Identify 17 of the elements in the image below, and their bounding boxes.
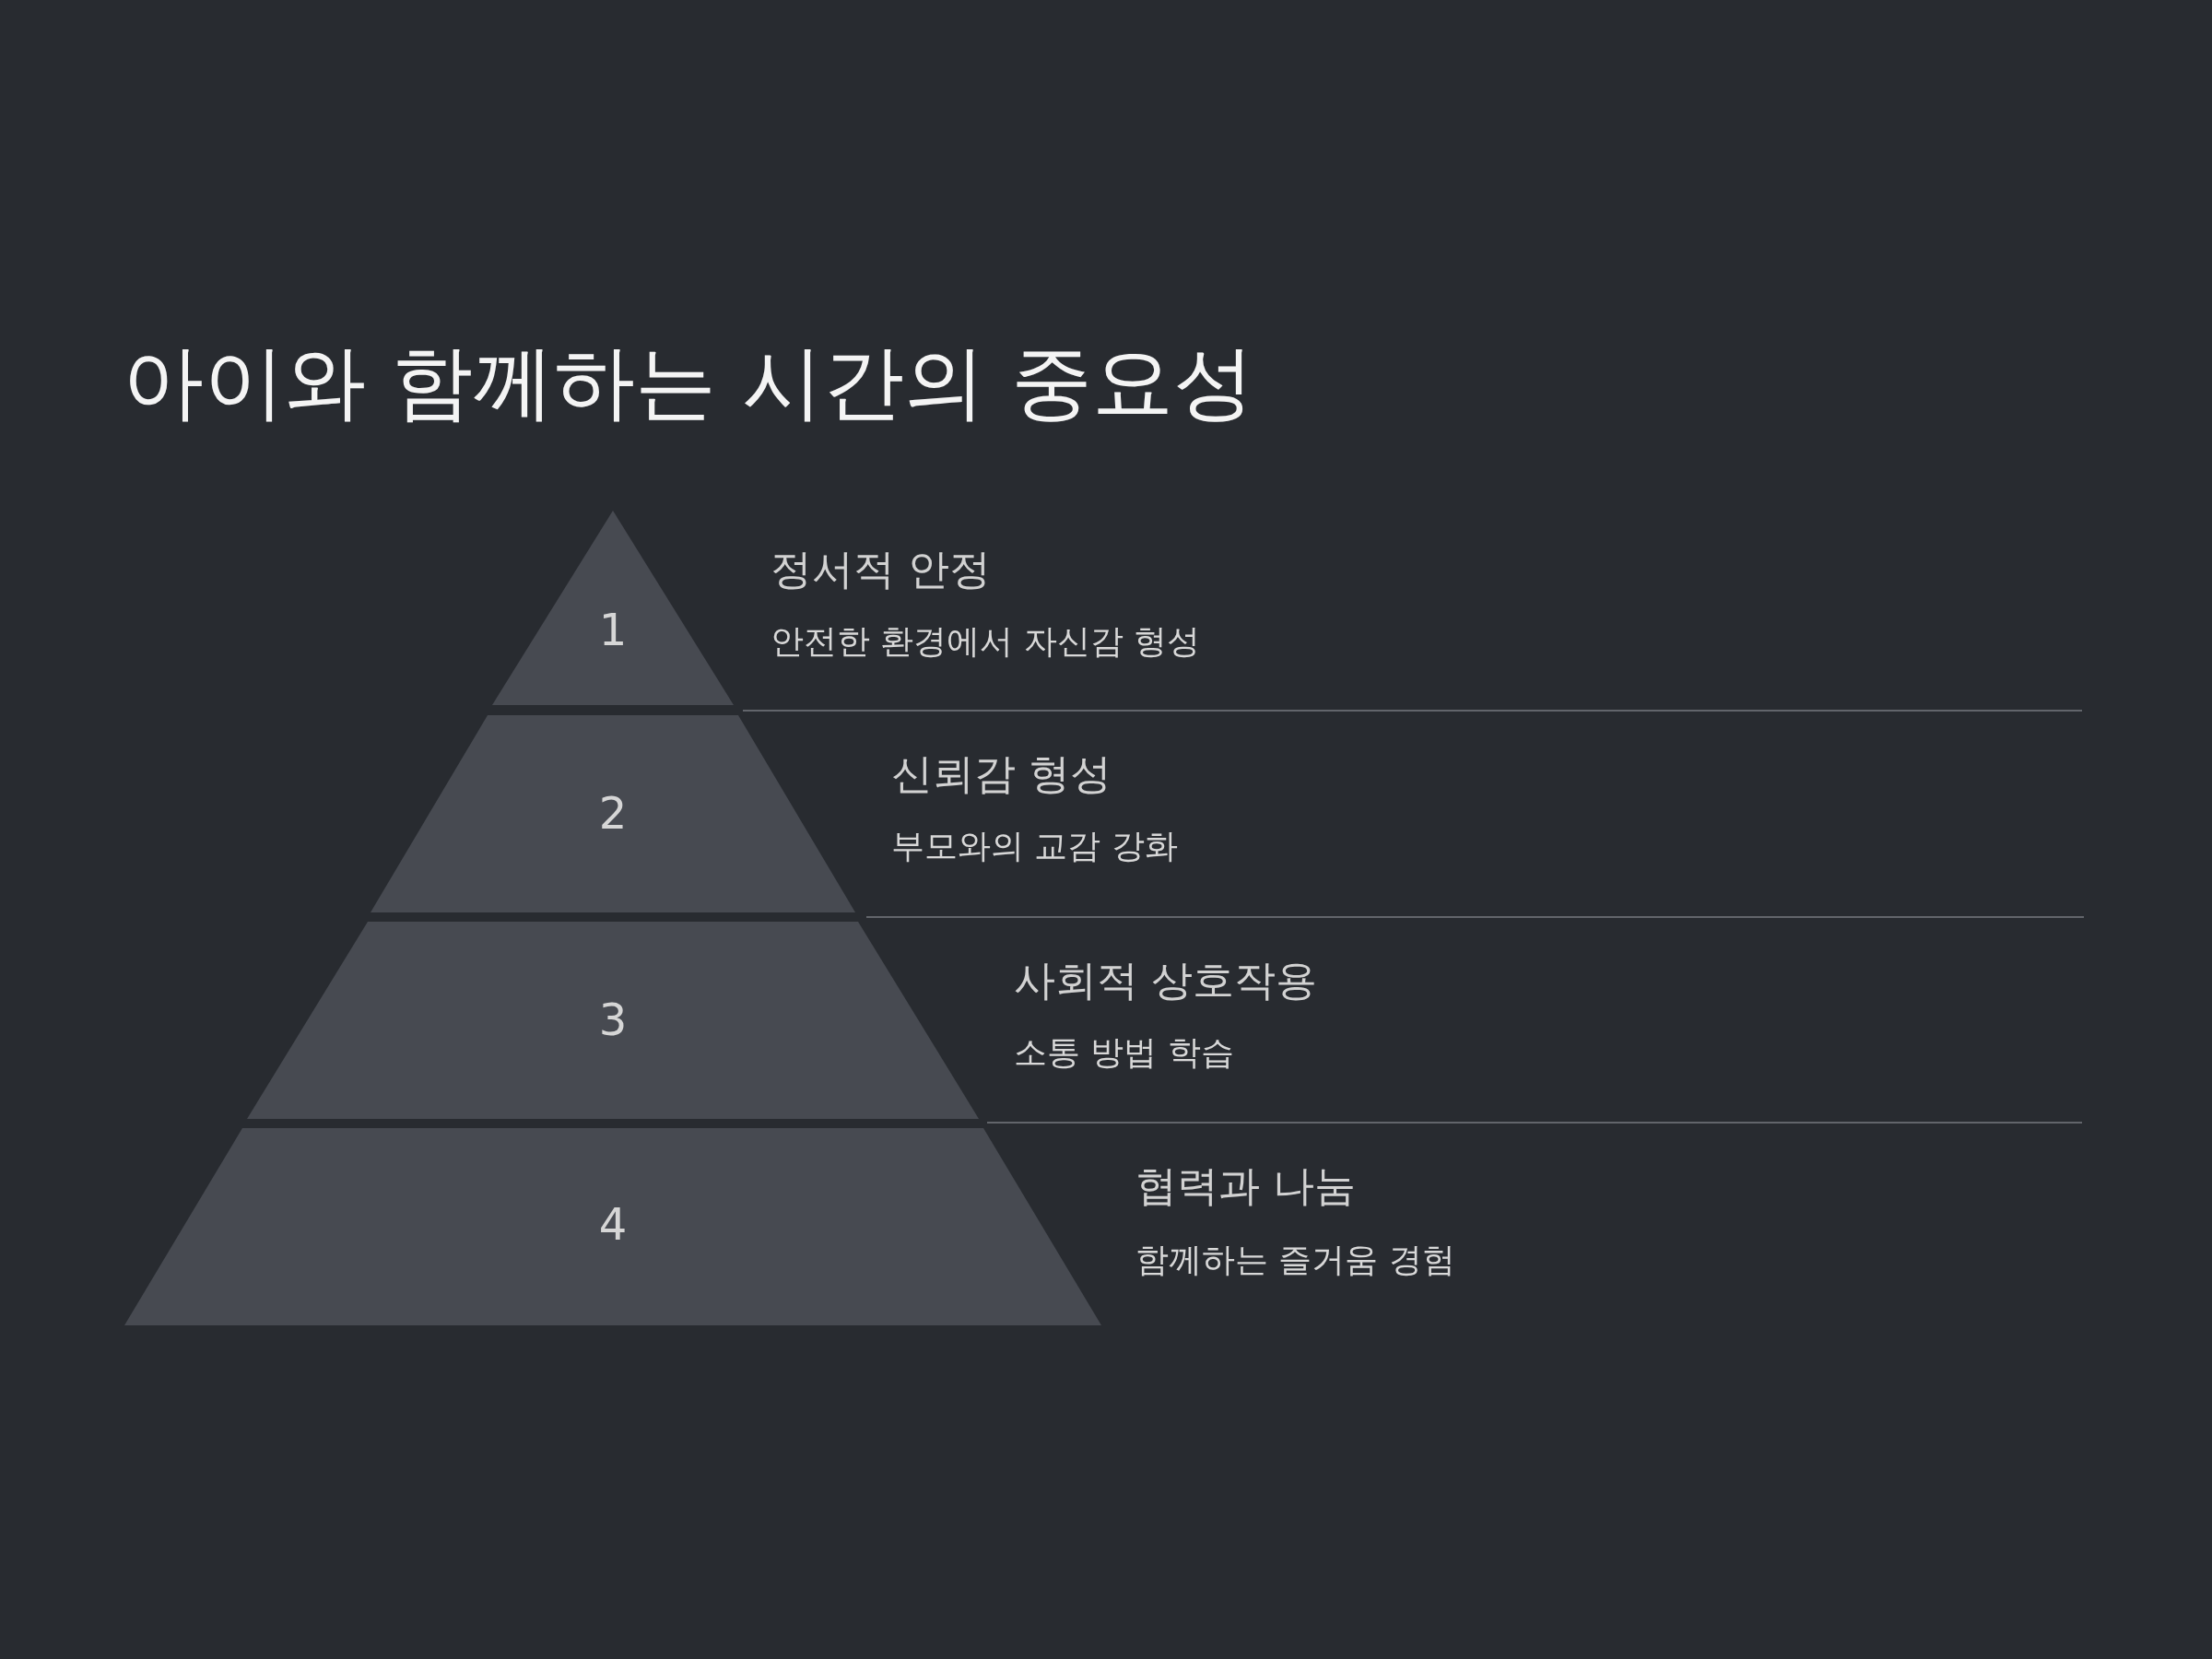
diagram-title: 아이와 함께하는 시간의 중요성	[123, 334, 1254, 431]
tier-description: 부모와의 교감 강화	[891, 826, 1178, 866]
tier-number: 2	[598, 787, 628, 841]
tier-description: 소통 방법 학습	[1014, 1032, 1234, 1073]
pyramid-tier	[492, 511, 734, 705]
tier-heading: 사회적 상호작용	[1014, 956, 1318, 1006]
pyramid-tier	[124, 1128, 1101, 1325]
tier-description: 함께하는 즐거움 경험	[1135, 1240, 1455, 1280]
tier-heading: 정서적 안정	[771, 545, 992, 594]
tier-heading: 신뢰감 형성	[891, 749, 1112, 799]
tier-description: 안전한 환경에서 자신감 형성	[771, 621, 1201, 662]
tier-number: 3	[598, 994, 628, 1047]
tier-number: 1	[598, 604, 628, 657]
pyramid-tier	[247, 922, 979, 1119]
pyramid-tier	[371, 715, 855, 912]
tier-heading: 협력과 나눔	[1135, 1161, 1357, 1211]
tier-number: 4	[598, 1198, 628, 1252]
